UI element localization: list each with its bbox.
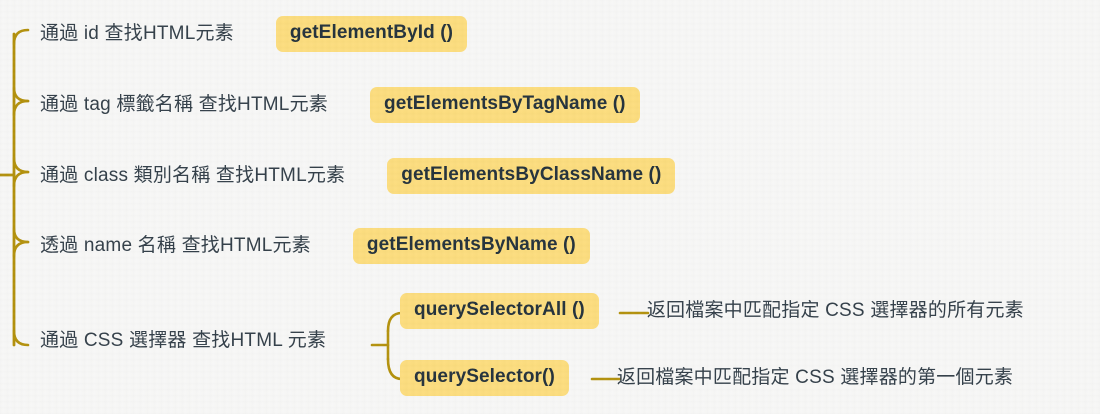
- method-badge-get-elements-by-name[interactable]: getElementsByName (): [352, 228, 590, 264]
- method-badge-get-elements-by-tag-name[interactable]: getElementsByTagName (): [369, 87, 640, 123]
- branch-row-id[interactable]: 通過 id 查找HTML元素 getElementById (): [40, 16, 468, 52]
- branch-connector-class: [12, 170, 30, 188]
- branch-row-css[interactable]: 通過 CSS 選擇器 查找HTML 元素: [40, 331, 326, 350]
- description-query-selector-all: 返回檔案中匹配指定 CSS 選擇器的所有元素: [646, 300, 1024, 322]
- method-badge-get-elements-by-class-name[interactable]: getElementsByClassName (): [387, 158, 676, 194]
- branch-label-name: 透過 name 名稱 查找HTML元素: [40, 235, 311, 257]
- css-connector-qs: [386, 357, 404, 381]
- method-badge-query-selector[interactable]: querySelector(): [400, 360, 569, 396]
- branch-row-class[interactable]: 通過 class 類別名稱 查找HTML元素 getElementsByClas…: [40, 158, 676, 194]
- css-connector-qsa: [386, 311, 404, 333]
- branch-label-class: 通過 class 類別名稱 查找HTML元素: [40, 165, 346, 187]
- branch-label-id: 通過 id 查找HTML元素: [40, 23, 234, 45]
- method-badge-query-selector-all[interactable]: querySelectorAll (): [400, 293, 599, 329]
- branch-connector-class-upper: [12, 156, 30, 174]
- sub-branch-row-query-selector-all[interactable]: querySelectorAll () 返回檔案中匹配指定 CSS 選擇器的所有…: [400, 293, 1024, 329]
- branch-label-css: 通過 CSS 選擇器 查找HTML 元素: [40, 330, 327, 351]
- branch-connector-name-upper: [12, 227, 30, 244]
- branch-row-tag[interactable]: 通過 tag 標籤名稱 查找HTML元素 getElementsByTagNam…: [40, 87, 640, 123]
- branch-label-tag: 通過 tag 標籤名稱 查找HTML元素: [40, 94, 328, 116]
- branch-connector-id: [12, 28, 30, 46]
- method-badge-get-element-by-id[interactable]: getElementById (): [275, 16, 468, 52]
- branch-row-name[interactable]: 透過 name 名稱 查找HTML元素 getElementsByName (): [40, 228, 590, 264]
- sub-branch-row-query-selector[interactable]: querySelector() 返回檔案中匹配指定 CSS 選擇器的第一個元素: [400, 360, 1013, 396]
- branch-connector-css: [12, 329, 30, 347]
- branch-connector-name: [12, 240, 30, 258]
- branch-connector-tag: [12, 99, 30, 117]
- branch-connector-tag-upper: [12, 86, 30, 103]
- description-query-selector: 返回檔案中匹配指定 CSS 選擇器的第一個元素: [616, 367, 1014, 389]
